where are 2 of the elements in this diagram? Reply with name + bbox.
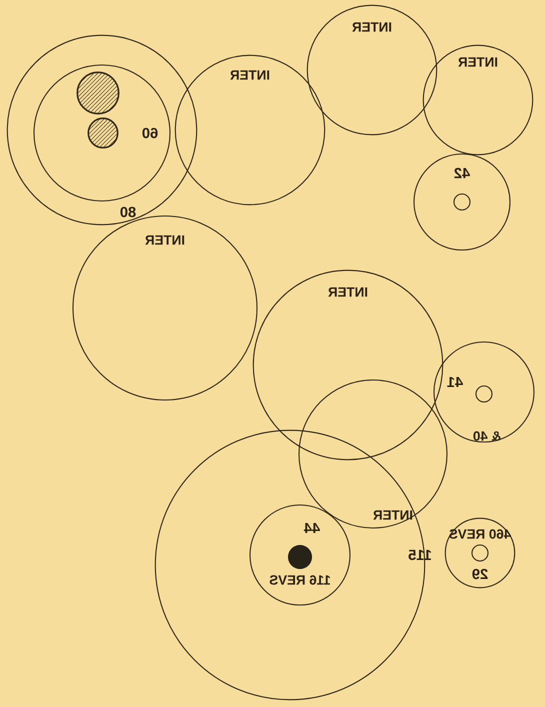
hatched-disc [88, 118, 118, 148]
hatched-disc [76, 72, 120, 114]
